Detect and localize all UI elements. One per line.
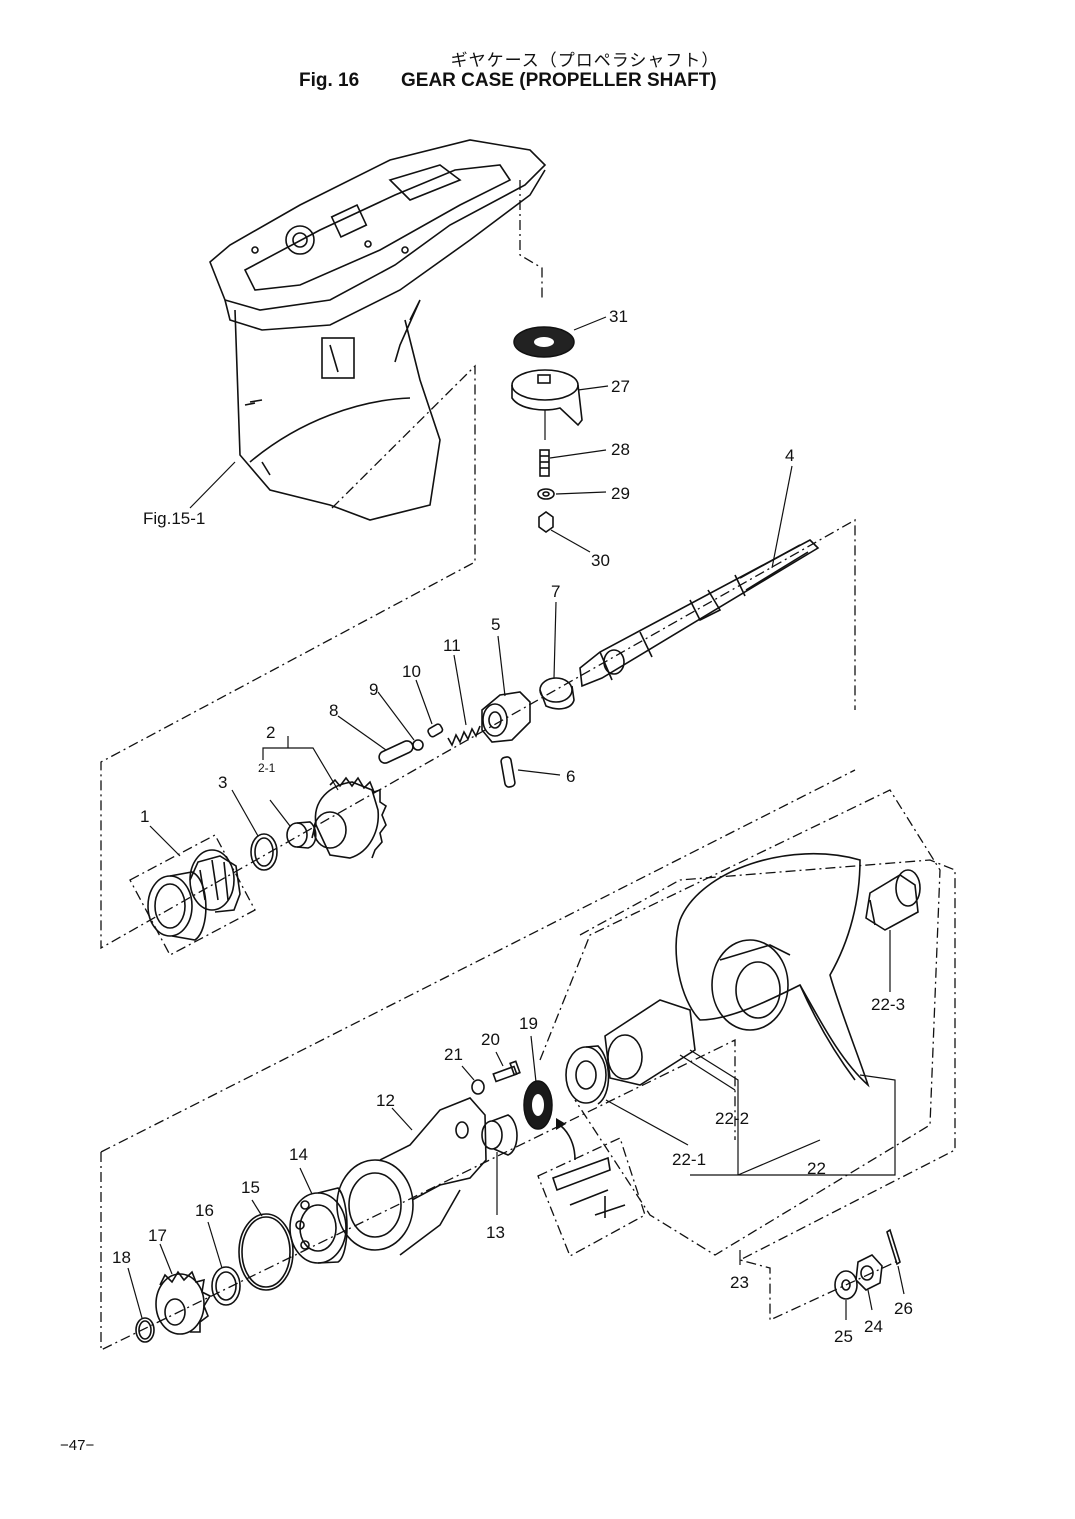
shim-16 (211, 1266, 241, 1306)
spring-11 (447, 725, 481, 747)
label-13: 13 (486, 1223, 505, 1242)
label-22-3: 22-3 (871, 995, 905, 1014)
label-5: 5 (491, 615, 500, 634)
page-number: −47− (60, 1437, 95, 1454)
label-29: 29 (611, 484, 630, 503)
ball-9 (412, 739, 424, 751)
label-24: 24 (864, 1317, 883, 1336)
label-2-1: 2-1 (258, 761, 276, 775)
label-2: 2 (266, 723, 275, 742)
oil-seal-19 (523, 1080, 553, 1130)
forward-gear-2 (311, 776, 388, 859)
outer-group-outline (579, 859, 956, 1322)
housing-group-outline (100, 364, 856, 950)
ball-bearing-14 (289, 1187, 348, 1264)
stud-bolt-28 (539, 449, 550, 477)
housing-to-sinker-line (519, 180, 543, 300)
bolt-20 (492, 1060, 521, 1083)
figure-number: Fig. 16 (299, 70, 360, 91)
washer-21 (471, 1079, 485, 1095)
bearing-1-outline (129, 834, 256, 956)
label-1: 1 (140, 807, 149, 826)
label-18: 18 (112, 1248, 131, 1267)
bushing-2-1 (286, 821, 317, 849)
label-9: 9 (369, 680, 378, 699)
label-7: 7 (551, 582, 560, 601)
label-15: 15 (241, 1178, 260, 1197)
label-22-bracket (689, 1049, 896, 1176)
gear-case-housing (209, 139, 547, 521)
label-12: 12 (376, 1091, 395, 1110)
bushing-13 (481, 1114, 518, 1156)
lower-group-outline (100, 1038, 736, 1352)
diagram-title: GEAR CASE (PROPELLER SHAFT) (401, 70, 717, 91)
label-3: 3 (218, 773, 227, 792)
bushing-7 (539, 677, 575, 710)
label-6: 6 (566, 767, 575, 786)
lower-divider (100, 769, 856, 1153)
label-27: 27 (611, 377, 630, 396)
o-ring-15 (238, 1213, 294, 1291)
diagram-title-japanese: ギヤケース（プロペラシャフト） (450, 51, 720, 71)
assembly-direction-arrow (556, 1118, 576, 1161)
bearing-1 (147, 849, 241, 941)
reverse-gear-17 (155, 1270, 212, 1335)
washer-25 (834, 1270, 858, 1300)
label-10: 10 (402, 662, 421, 681)
circlip-18 (135, 1317, 155, 1343)
label-14: 14 (289, 1145, 308, 1164)
anode-plate-31 (513, 326, 575, 358)
clutch-5 (481, 691, 531, 743)
label-22-2-leader (679, 1054, 736, 1091)
propeller-group-outline (539, 789, 941, 1256)
plunger-8 (378, 740, 414, 764)
label-25: 25 (834, 1327, 853, 1346)
label-30: 30 (591, 551, 610, 570)
label-22-2: 22-2 (715, 1109, 749, 1128)
label-17: 17 (148, 1226, 167, 1245)
thrust-washer-22-1 (565, 1045, 610, 1105)
inset-detail-outline (537, 1137, 646, 1257)
inset-seal-detail (551, 1156, 626, 1218)
shim-3 (250, 833, 278, 871)
spacer-22-2 (604, 999, 696, 1086)
label-22-1: 22-1 (672, 1150, 706, 1169)
fig-15-1-leader (189, 461, 236, 509)
label-4: 4 (785, 446, 794, 465)
label-26: 26 (894, 1299, 913, 1318)
label-22-1-leader (605, 1099, 689, 1146)
propeller-22 (675, 852, 870, 1088)
label-8: 8 (329, 701, 338, 720)
pin-10 (427, 723, 444, 738)
label-28: 28 (611, 440, 630, 459)
label-19: 19 (519, 1014, 538, 1033)
label-11: 11 (443, 636, 461, 655)
nut-30 (538, 511, 554, 533)
label-22: 22 (807, 1159, 826, 1178)
pin-6 (500, 756, 516, 788)
trim-tab-27 (511, 369, 583, 427)
label-20: 20 (481, 1030, 500, 1049)
propeller-shaft-4 (579, 539, 820, 688)
label-31: 31 (609, 307, 628, 326)
fig-15-1-reference: Fig.15-1 (143, 509, 205, 528)
label-23: 23 (730, 1273, 749, 1292)
label-21: 21 (444, 1045, 463, 1064)
bushing-22-3 (865, 869, 921, 931)
label-16: 16 (195, 1201, 214, 1220)
washer-29 (537, 488, 555, 500)
bearing-housing-12 (336, 1097, 487, 1256)
cotter-pin-26 (886, 1228, 901, 1266)
nut-24 (855, 1254, 883, 1291)
